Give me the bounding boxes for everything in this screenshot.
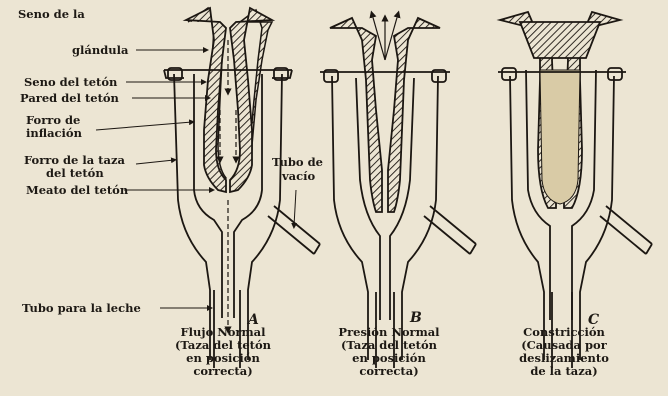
- panel-c-vacuum-tube: [600, 206, 652, 254]
- label-vacuum-tube-line1: Tubo de: [272, 156, 323, 168]
- panel-a-caption-line: correcta): [168, 365, 278, 378]
- panel-a-drawing: [164, 8, 320, 368]
- panel-b-drawing: [320, 14, 476, 368]
- panel-b-teat-left-wall: [330, 18, 382, 212]
- panel-c-caption-line: de la taza): [508, 365, 620, 378]
- panel-b-teat-cup-shell: [332, 76, 368, 360]
- panel-c-caption: Constricción (Causada por deslizamiento …: [508, 326, 620, 378]
- panel-b-caption-line: correcta): [334, 365, 444, 378]
- panel-c-constriction-ring: [520, 22, 600, 58]
- label-gland-sinus-line2: glándula: [72, 44, 128, 56]
- label-vacuum-tube-line2: vacío: [282, 170, 315, 182]
- label-leader-lines: [96, 50, 296, 308]
- panel-b-teat-right-wall: [388, 18, 440, 212]
- label-cup-liner-line1: Forro de la taza: [24, 154, 125, 166]
- label-gland-sinus-line1: Seno de la: [18, 8, 85, 20]
- label-inflation-liner-line2: inflación: [26, 127, 82, 139]
- panel-c-drawing: [498, 12, 652, 368]
- panel-a-vacuum-tube: [268, 206, 320, 254]
- panel-a-caption: Flujo Normal (Taza del tetón en posición…: [168, 326, 278, 378]
- label-teat-wall: Pared del tetón: [20, 92, 119, 104]
- label-cup-liner-line2: del tetón: [46, 167, 104, 179]
- panel-c-milk-in-teat: [540, 70, 580, 204]
- label-teat-sinus: Seno del tetón: [24, 76, 117, 88]
- panel-b-letter: B: [410, 310, 422, 326]
- panel-b-vacuum-tube: [424, 206, 476, 254]
- label-milk-tube: Tubo para la leche: [22, 302, 141, 314]
- label-inflation-liner-line1: Forro de: [26, 114, 80, 126]
- panel-b-caption: Presión Normal (Taza del tetón en posici…: [334, 326, 444, 378]
- label-teat-meatus: Meato del tetón: [26, 184, 128, 196]
